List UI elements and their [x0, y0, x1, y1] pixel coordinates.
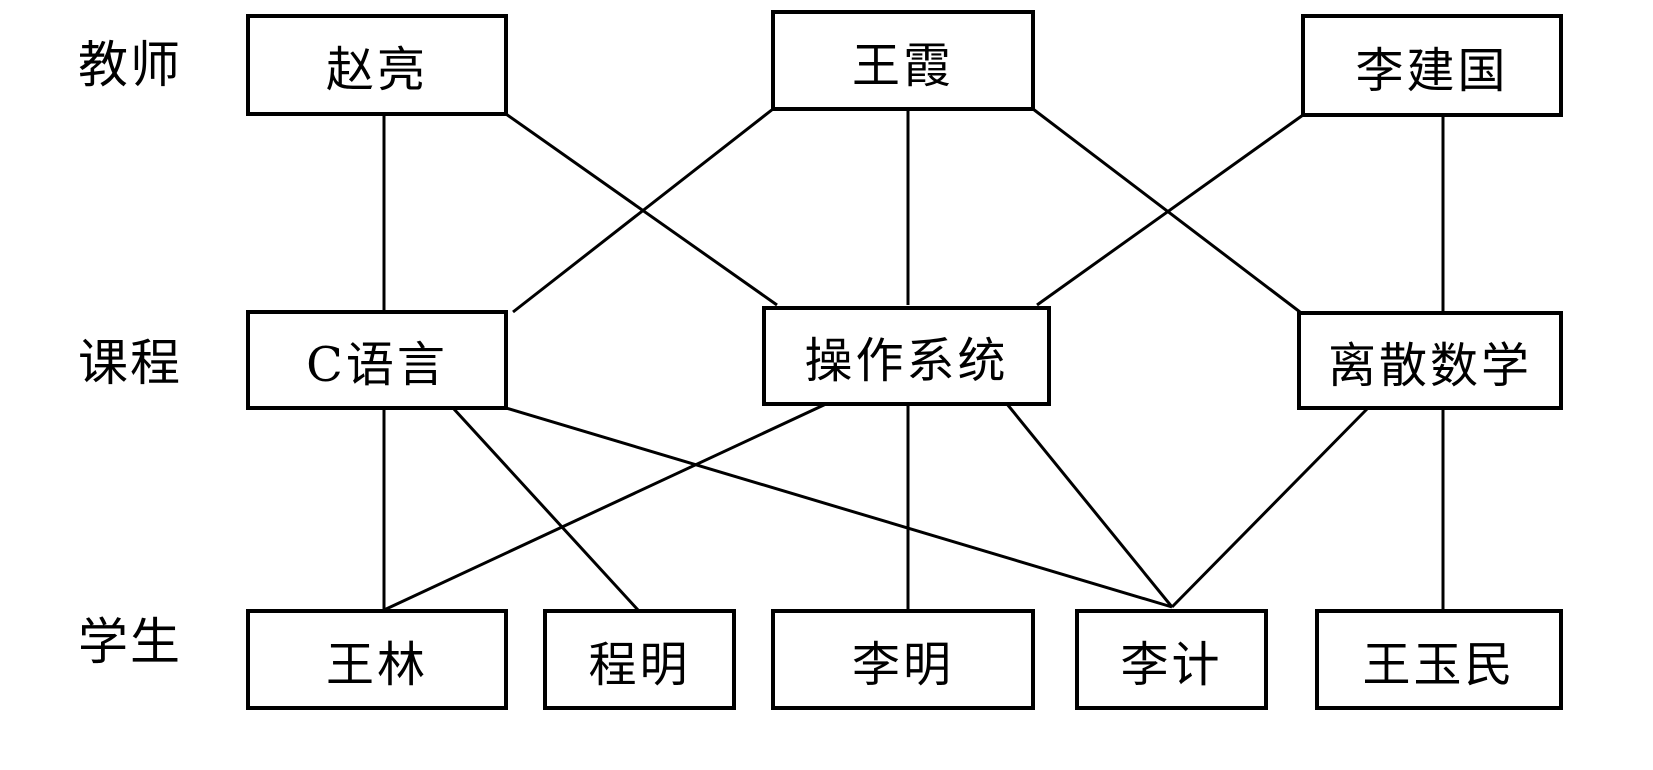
student-node-chengming: 程明 [543, 609, 736, 710]
teacher-node-zhaoliang: 赵亮 [246, 14, 508, 116]
edge-os-liji [1005, 403, 1174, 608]
edge-lijianguo-os [1036, 113, 1304, 307]
student-node-liji: 李计 [1075, 609, 1268, 710]
edge-zhaoliang-os [505, 112, 778, 307]
course-node-os: 操作系统 [762, 306, 1051, 406]
student-node-wangyumin: 王玉民 [1315, 609, 1563, 710]
row-label-students: 学生 [78, 613, 182, 671]
student-node-wanglin: 王林 [246, 609, 508, 710]
row-label-courses: 课程 [78, 334, 182, 392]
course-node-discrete: 离散数学 [1297, 311, 1563, 410]
teacher-node-lijianguo: 李建国 [1301, 14, 1563, 117]
edge-discrete-liji [1170, 406, 1370, 609]
student-node-liming: 李明 [771, 609, 1035, 710]
course-node-clang: C语言 [246, 310, 508, 410]
edge-wangxia-discrete [1032, 107, 1301, 314]
edge-wangxia-clang [512, 107, 774, 314]
edge-clang-liji [505, 406, 1173, 609]
edge-os-wanglin [383, 402, 827, 612]
teacher-node-wangxia: 王霞 [771, 10, 1035, 111]
row-label-teachers: 教师 [78, 36, 182, 94]
edge-clang-chengming [451, 406, 640, 612]
